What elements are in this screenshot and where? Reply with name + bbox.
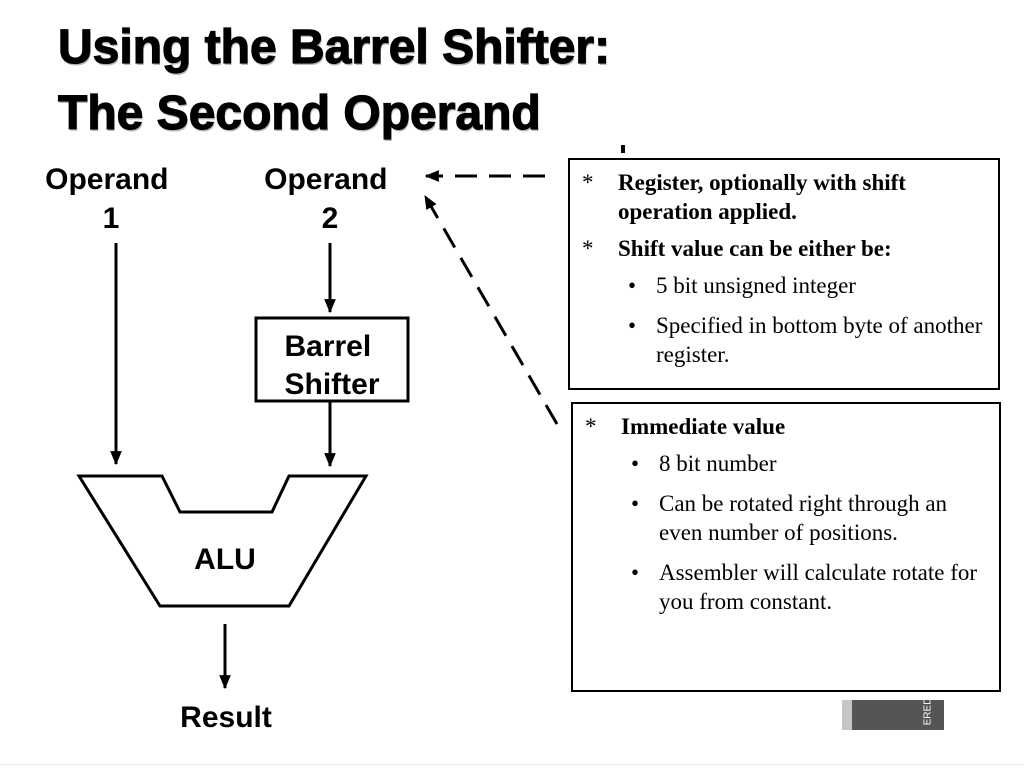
bullet-item: • 8 bit number	[631, 449, 989, 478]
register-operand-box: * Register, optionally with shift operat…	[568, 158, 1000, 390]
bullet-marker: •	[628, 313, 637, 338]
immediate-item: * Immediate value	[585, 412, 989, 441]
corner-badge-light	[842, 700, 852, 730]
bullet-text: 5 bit unsigned integer	[656, 273, 856, 298]
immediate-pointer-dashed-arrow	[423, 194, 559, 425]
bullet-item: • 5 bit unsigned integer	[628, 271, 988, 300]
star-marker: *	[582, 236, 594, 261]
slide-title-line-2: The Second Operand	[57, 87, 541, 140]
barrel-shifter-label: Barrel Shifter	[284, 330, 379, 401]
corner-badge: ERED	[852, 700, 944, 730]
alu-label: ALU	[194, 543, 256, 576]
shift-value-item-text: Shift value can be either be:	[618, 236, 892, 261]
immediate-value-box: * Immediate value • 8 bit number • Can b…	[571, 402, 1001, 692]
immediate-bullets: • 8 bit number • Can be rotated right th…	[585, 449, 989, 616]
bullet-text: 8 bit number	[659, 451, 777, 476]
footer-divider	[0, 764, 1024, 765]
bullet-marker: •	[631, 560, 640, 585]
bullet-text: Can be rotated right through an even num…	[659, 491, 948, 545]
barrel-shifter-box	[254, 316, 410, 403]
immediate-heading: Immediate value	[621, 414, 786, 439]
register-item: * Register, optionally with shift operat…	[582, 168, 988, 226]
bullet-text: Assembler will calculate rotate for you …	[659, 560, 978, 614]
bullet-marker: •	[631, 491, 640, 516]
bullet-marker: •	[631, 451, 640, 476]
bullet-text: Specified in bottom byte of another regi…	[656, 313, 983, 367]
star-marker: *	[582, 170, 594, 195]
stray-mark	[621, 145, 625, 153]
bullet-item: • Assembler will calculate rotate for yo…	[631, 558, 989, 616]
slide-title-line-1: Using the Barrel Shifter:	[57, 21, 611, 74]
operand-1-label: Operand 1	[45, 163, 177, 235]
operand-2-label: Operand 2	[264, 163, 396, 235]
alu-shape	[76, 474, 369, 608]
result-label: Result	[180, 701, 272, 734]
bullet-item: • Specified in bottom byte of another re…	[628, 311, 988, 369]
register-item-text: Register, optionally with shift operatio…	[618, 170, 906, 224]
corner-badge-text: ERED	[922, 700, 934, 726]
star-marker: *	[585, 414, 597, 439]
shift-value-item: * Shift value can be either be:	[582, 234, 988, 263]
bullet-marker: •	[628, 273, 637, 298]
shift-value-bullets: • 5 bit unsigned integer • Specified in …	[582, 271, 988, 369]
bullet-item: • Can be rotated right through an even n…	[631, 489, 989, 547]
